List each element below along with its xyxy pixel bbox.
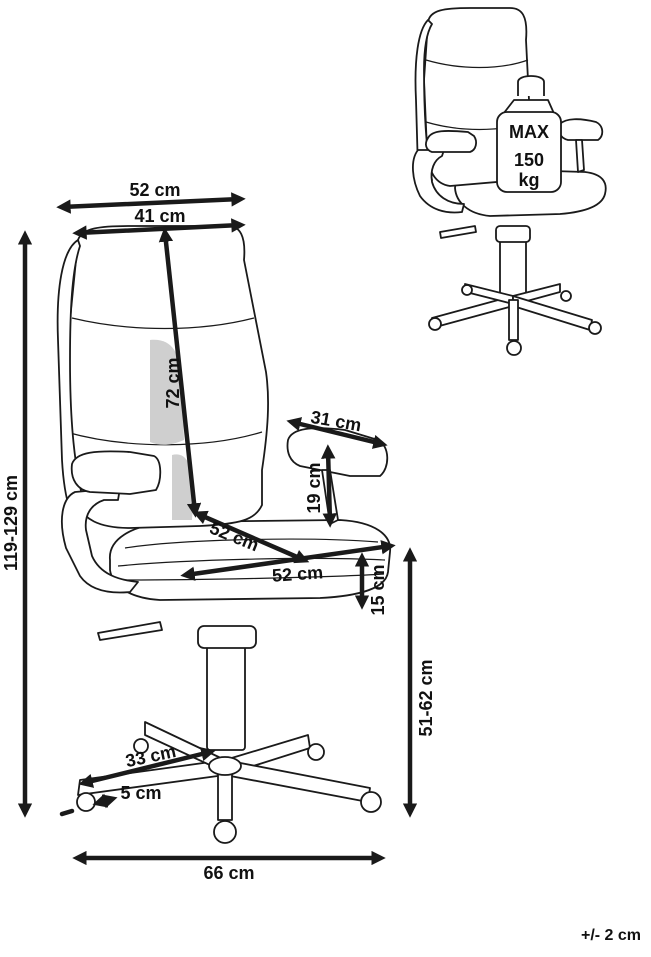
badge-unit-label: kg [518,170,539,190]
label-seat-width: 52 cm [271,562,323,586]
label-seat-thickness: 15 cm [368,564,388,615]
label-backrest-width: 41 cm [134,206,185,226]
badge-max-label: MAX [509,122,549,142]
lift-housing [197,625,257,649]
left-armrest-pad [70,450,162,495]
label-total-height: 119-129 cm [1,475,21,571]
height-lever [97,621,163,641]
tolerance-note: +/- 2 cm [580,927,641,944]
label-overall-width: 52 cm [129,180,180,200]
left-armrest-frame [60,487,139,594]
label-backrest-height: 72 cm [163,357,183,408]
gas-lift [206,639,246,751]
label-base-width: 66 cm [203,863,254,883]
label-caster: 5 cm [120,783,161,803]
badge-weight-value: 150 [514,150,544,170]
label-seat-height: 51-62 cm [416,659,436,736]
weight-capacity-badge: MAX 150 kg [496,75,562,193]
label-armrest-height: 19 cm [304,462,324,513]
dimension-lines [17,192,418,866]
